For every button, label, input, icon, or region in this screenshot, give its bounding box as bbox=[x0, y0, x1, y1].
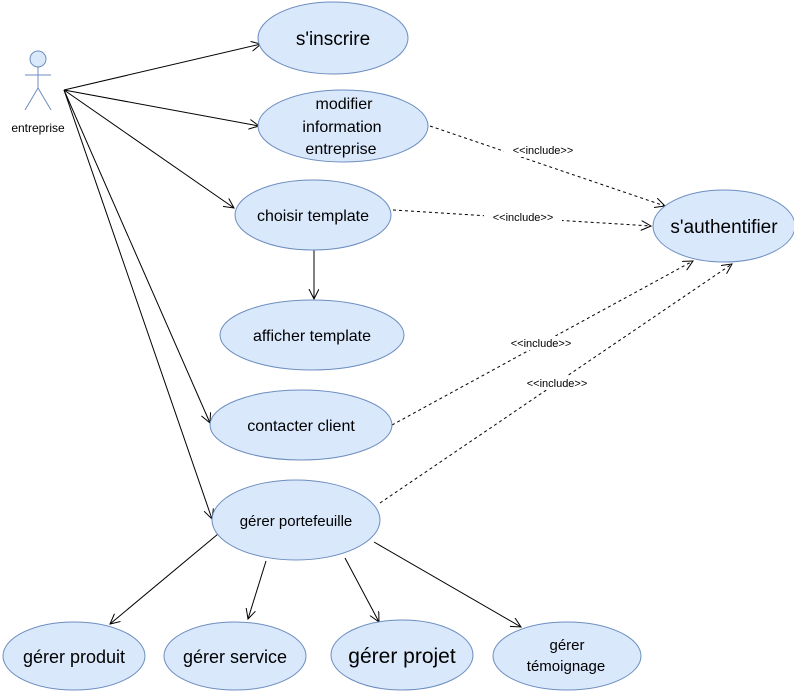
include-label-choisir: <<include>> bbox=[493, 212, 554, 224]
include-labels: <<include>> <<include>> <<include>> <<in… bbox=[484, 143, 598, 390]
include-choisir bbox=[392, 209, 651, 226]
link-portefeuille-temoignage bbox=[373, 541, 521, 627]
use-case-gerer-portefeuille[interactable]: gérer portefeuille bbox=[211, 479, 381, 561]
use-case-contacter-label: contacter client bbox=[247, 418, 355, 435]
use-case-choisir-template[interactable]: choisir template bbox=[234, 179, 392, 251]
assoc-contacter bbox=[63, 89, 210, 423]
include-modifier bbox=[429, 125, 665, 206]
use-case-gerer-temoignage-line2: témoignage bbox=[527, 658, 605, 675]
use-case-afficher-label: afficher template bbox=[253, 328, 371, 345]
assoc-modifier bbox=[63, 89, 259, 126]
use-case-gerer-service-label: gérer service bbox=[183, 647, 287, 667]
actor-left-leg bbox=[24, 87, 39, 111]
use-case-gerer-portefeuille-label: gérer portefeuille bbox=[240, 513, 353, 530]
use-case-modifier-information-entreprise[interactable]: modifier information entreprise bbox=[257, 89, 429, 163]
use-case-modifier-line3: entreprise bbox=[305, 141, 376, 158]
assoc-gerer-portefeuille bbox=[63, 89, 212, 519]
actor-label: entreprise bbox=[11, 121, 65, 135]
use-case-gerer-projet-label: gérer projet bbox=[348, 645, 456, 668]
include-label-contacter: <<include>> bbox=[511, 338, 572, 350]
use-case-sauthentifier-label: s'authentifier bbox=[670, 217, 778, 238]
use-case-gerer-service[interactable]: gérer service bbox=[163, 621, 307, 691]
link-portefeuille-produit bbox=[110, 533, 219, 624]
include-links bbox=[379, 125, 732, 504]
use-case-choisir-label: choisir template bbox=[257, 208, 369, 225]
assoc-choisir bbox=[63, 89, 234, 208]
use-case-sauthentifier[interactable]: s'authentifier bbox=[652, 189, 794, 263]
use-case-gerer-temoignage-line1: gérer bbox=[549, 637, 584, 654]
use-case-contacter-client[interactable]: contacter client bbox=[209, 389, 393, 461]
use-case-gerer-produit-label: gérer produit bbox=[23, 647, 125, 667]
assoc-sinscrire bbox=[63, 44, 261, 91]
use-case-gerer-projet[interactable]: gérer projet bbox=[330, 619, 474, 691]
include-label-gerer-portefeuille: <<include>> bbox=[527, 378, 588, 390]
use-case-modifier-line1: modifier bbox=[316, 96, 374, 113]
associations bbox=[63, 44, 521, 627]
link-portefeuille-projet bbox=[344, 557, 379, 622]
use-case-afficher-template[interactable]: afficher template bbox=[219, 299, 405, 371]
include-label-modifier: <<include>> bbox=[513, 145, 574, 157]
use-case-sinscrire-label: s'inscrire bbox=[296, 29, 370, 50]
use-case-modifier-line2: information bbox=[302, 119, 381, 136]
actor-right-leg bbox=[37, 87, 52, 111]
link-portefeuille-service bbox=[248, 560, 267, 619]
actor-entreprise[interactable]: entreprise bbox=[11, 50, 65, 135]
use-case-sinscrire[interactable]: s'inscrire bbox=[257, 1, 409, 75]
actor-head bbox=[29, 50, 47, 68]
use-case-gerer-temoignage[interactable]: gérer témoignage bbox=[492, 621, 642, 691]
use-case-gerer-produit[interactable]: gérer produit bbox=[2, 621, 146, 691]
